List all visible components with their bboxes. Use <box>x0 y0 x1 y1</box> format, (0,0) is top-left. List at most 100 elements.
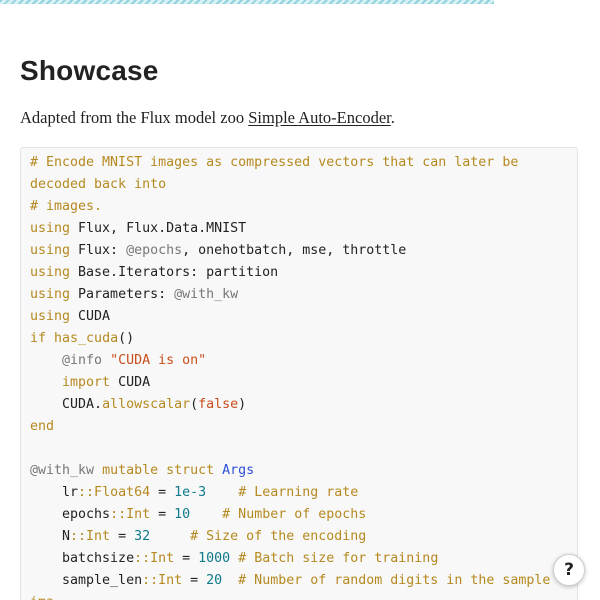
code-token: @with_kw <box>174 287 239 302</box>
code-token: # Number of random digits in the sample <box>238 573 551 588</box>
code-listing: # Encode MNIST images as compressed vect… <box>30 152 550 600</box>
code-token: using <box>30 287 71 302</box>
code-token: CUDA <box>70 309 111 324</box>
code-token: = <box>174 551 199 566</box>
code-token: # Learning rate <box>238 485 359 500</box>
code-token: end <box>30 419 55 434</box>
code-line: N::Int = 32 # Size of the encoding <box>30 526 550 548</box>
code-line: # images. <box>30 196 550 218</box>
code-line: # Encode MNIST images as compressed vect… <box>30 152 550 174</box>
code-token <box>214 463 222 478</box>
code-token: @with_kw <box>30 463 95 478</box>
code-token: using <box>30 243 71 258</box>
code-token: import <box>62 375 111 390</box>
code-token <box>230 551 238 566</box>
code-token <box>46 331 54 346</box>
code-token: ::Int <box>70 529 111 544</box>
code-line: lr::Float64 = 1e-3 # Learning rate <box>30 482 550 504</box>
code-token: has_cuda <box>54 331 119 346</box>
code-token: = <box>182 573 207 588</box>
code-token: decoded back into <box>30 177 167 192</box>
code-line: epochs::Int = 10 # Number of epochs <box>30 504 550 526</box>
intro-suffix: . <box>390 108 395 127</box>
code-token: 10 <box>174 507 191 522</box>
code-token <box>150 529 190 544</box>
help-button[interactable]: ? <box>553 554 585 586</box>
code-token <box>190 507 222 522</box>
code-line: @info "CUDA is on" <box>30 350 550 372</box>
code-token <box>94 463 102 478</box>
code-token: Args <box>222 463 255 478</box>
intro-text: Adapted from the Flux model zoo <box>20 108 249 127</box>
question-mark-icon: ? <box>564 560 574 580</box>
code-line: ima <box>30 592 550 600</box>
code-token: epochs <box>30 507 111 522</box>
code-token <box>206 485 238 500</box>
code-token <box>30 375 62 390</box>
code-line: decoded back into <box>30 174 550 196</box>
code-token: @info <box>62 353 103 368</box>
code-token <box>222 573 238 588</box>
code-token: # Number of epochs <box>222 507 367 522</box>
code-token: 1e-3 <box>174 485 207 500</box>
code-token: ::Int <box>134 551 175 566</box>
code-line: end <box>30 416 550 438</box>
code-line: sample_len::Int = 20 # Number of random … <box>30 570 550 592</box>
code-line: using CUDA <box>30 306 550 328</box>
code-token: "CUDA is on" <box>110 353 207 368</box>
code-token: # Size of the encoding <box>190 529 367 544</box>
code-token: # Encode MNIST images as compressed vect… <box>30 155 519 170</box>
page-title: Showcase <box>20 55 159 86</box>
code-token: 32 <box>134 529 151 544</box>
code-token: sample_len <box>30 573 143 588</box>
code-token: if <box>30 331 47 346</box>
code-token: = <box>150 485 175 500</box>
code-line: import CUDA <box>30 372 550 394</box>
code-token: = <box>110 529 135 544</box>
code-token: false <box>198 397 239 412</box>
code-token: mutable struct <box>102 463 215 478</box>
code-token: = <box>150 507 175 522</box>
code-token: 1000 <box>198 551 231 566</box>
code-token: ( <box>190 397 199 412</box>
code-token: CUDA. <box>30 397 103 412</box>
code-token: lr <box>30 485 79 500</box>
code-token: N <box>30 529 71 544</box>
code-token: Flux, Flux.Data.MNIST <box>70 221 247 236</box>
code-token: Base.Iterators: partition <box>70 265 279 280</box>
code-line <box>30 438 550 460</box>
code-token: CUDA <box>110 375 151 390</box>
code-token: Parameters: <box>70 287 175 302</box>
code-line: batchsize::Int = 1000 # Batch size for t… <box>30 548 550 570</box>
code-line: if has_cuda() <box>30 328 550 350</box>
code-token: allowscalar <box>102 397 191 412</box>
code-token: Flux: <box>70 243 127 258</box>
code-line: CUDA.allowscalar(false) <box>30 394 550 416</box>
code-token: 20 <box>206 573 223 588</box>
code-line: using Flux: @epochs, onehotbatch, mse, t… <box>30 240 550 262</box>
simple-auto-encoder-link[interactable]: Simple Auto-Encoder <box>248 108 391 127</box>
intro-paragraph: Adapted from the Flux model zoo Simple A… <box>20 106 395 130</box>
code-token <box>102 353 110 368</box>
code-token: ) <box>238 397 247 412</box>
code-line: @with_kw mutable struct Args <box>30 460 550 482</box>
code-line: using Base.Iterators: partition <box>30 262 550 284</box>
top-decorative-strip <box>0 0 494 4</box>
code-token: () <box>118 331 135 346</box>
code-token: ::Float64 <box>78 485 151 500</box>
code-line: using Flux, Flux.Data.MNIST <box>30 218 550 240</box>
code-token: using <box>30 309 71 324</box>
code-token: # images. <box>30 199 103 214</box>
code-token: ::Int <box>110 507 151 522</box>
code-token: using <box>30 265 71 280</box>
code-token: using <box>30 221 71 236</box>
code-token: # Batch size for training <box>238 551 439 566</box>
code-token: ima <box>30 595 54 600</box>
code-token: @epochs <box>126 243 183 258</box>
code-line: using Parameters: @with_kw <box>30 284 550 306</box>
code-block: # Encode MNIST images as compressed vect… <box>20 147 578 600</box>
code-token: batchsize <box>30 551 135 566</box>
code-token: , onehotbatch, mse, throttle <box>182 243 407 258</box>
code-token: ::Int <box>142 573 183 588</box>
code-token <box>30 353 62 368</box>
